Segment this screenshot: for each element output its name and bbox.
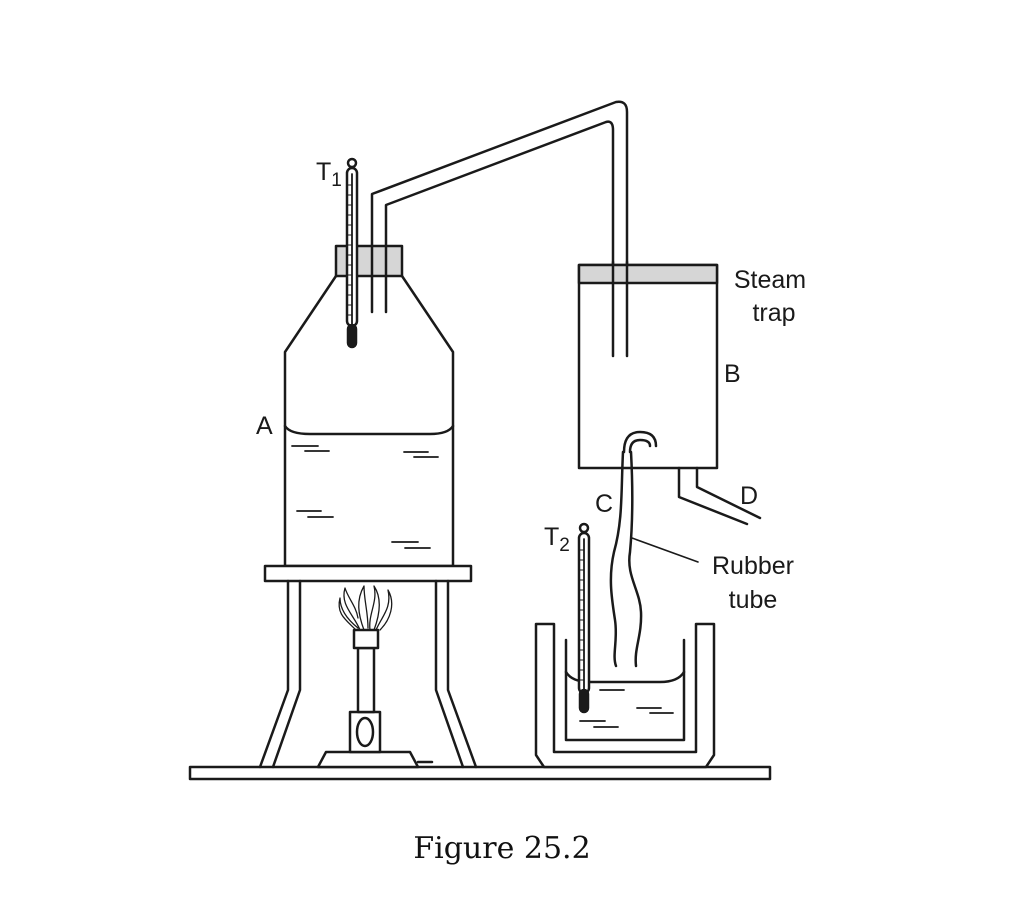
base-plate <box>188 765 772 781</box>
label-steam-line2: trap <box>752 299 795 327</box>
water-lines-bath <box>579 689 674 728</box>
label-b: B <box>724 360 741 388</box>
label-rubber-line1: Rubber <box>712 552 794 580</box>
water-bath-inner-vessel <box>564 638 686 742</box>
label-d: D <box>740 482 758 510</box>
figure-caption: Figure 25.2 <box>413 831 590 866</box>
water-surface-a <box>283 424 455 436</box>
label-t1: T1 <box>316 158 342 191</box>
drain-outlet-d <box>677 466 762 526</box>
label-t2: T2 <box>544 523 570 556</box>
label-a: A <box>256 412 273 440</box>
thermometer-t1 <box>345 157 359 349</box>
rubber-tube-leader <box>631 537 699 563</box>
burner-flame <box>338 585 393 631</box>
steam-trap-lid <box>577 263 719 285</box>
water-surface-bath <box>564 670 686 684</box>
rubber-tube-c <box>609 430 658 668</box>
thermometer-t2 <box>577 522 591 714</box>
boiler-flask-a <box>283 274 455 568</box>
tripod-stand <box>258 564 478 769</box>
label-steam-line1: Steam <box>734 266 806 294</box>
label-rubber-line2: tube <box>729 586 778 614</box>
steam-trap-b <box>577 263 719 470</box>
steam-delivery-tube <box>370 100 629 358</box>
bunsen-burner <box>316 628 434 769</box>
water-lines-a <box>291 445 439 549</box>
label-c: C <box>595 490 613 518</box>
water-bath-outer <box>534 622 716 769</box>
